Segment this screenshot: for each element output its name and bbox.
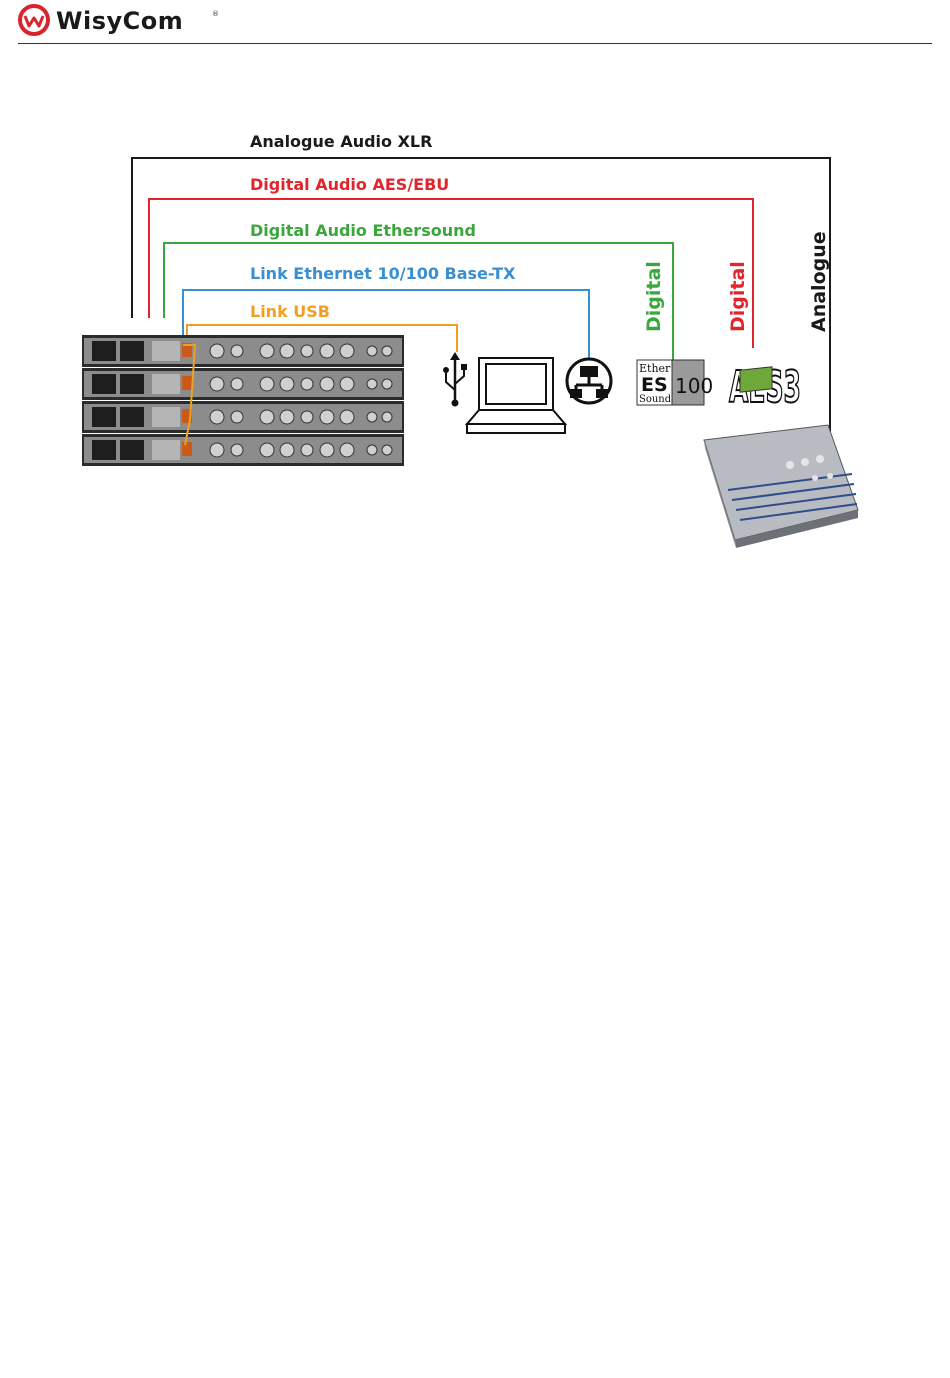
receiver-rack-stack bbox=[82, 335, 404, 466]
ethersound-logo-line2: ES bbox=[641, 374, 668, 396]
label-ethernet: Link Ethernet 10/100 Base-TX bbox=[250, 264, 516, 283]
receiver-unit bbox=[82, 335, 404, 367]
receiver-unit bbox=[82, 401, 404, 433]
vertical-label-ethersound-digital: Digital bbox=[643, 261, 665, 332]
label-aes-ebu: Digital Audio AES/EBU bbox=[250, 175, 449, 194]
connection-diagram: Analogue Audio XLR Digital Audio AES/EBU… bbox=[0, 0, 950, 600]
vertical-label-aes-digital: Digital bbox=[727, 261, 749, 332]
label-analogue-xlr: Analogue Audio XLR bbox=[250, 132, 432, 151]
vertical-label-analogue: Analogue bbox=[808, 231, 830, 332]
ethernet-icon bbox=[567, 359, 611, 403]
usb-icon bbox=[443, 352, 467, 407]
ethersound-logo: Ether ES Sound 100 bbox=[637, 360, 713, 405]
label-usb: Link USB bbox=[250, 302, 330, 321]
receiver-unit bbox=[82, 434, 404, 466]
ethersound-logo-number: 100 bbox=[675, 374, 713, 398]
ethersound-logo-line3: Sound bbox=[639, 394, 672, 405]
receiver-unit bbox=[82, 368, 404, 400]
laptop-icon bbox=[467, 358, 565, 433]
label-ethersound: Digital Audio Ethersound bbox=[250, 221, 476, 240]
